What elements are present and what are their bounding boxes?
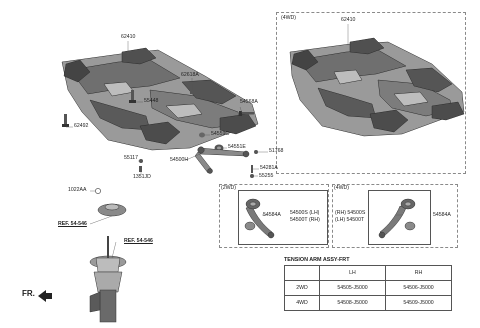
fourwd-subframe-box (276, 12, 466, 174)
part-label-54584A-2wd[interactable]: 54584A (263, 212, 281, 218)
lower-arm-54500H (194, 146, 250, 174)
part-label-1022AA[interactable]: 1022AA (68, 187, 87, 193)
table-cell[interactable]: 54505-J5000 (319, 280, 386, 296)
box-label-2wd-arm: (2WD) (221, 185, 236, 191)
box-label-4wd-arm: (4WD) (334, 185, 349, 191)
table-header-cell: RH (385, 265, 452, 281)
leader-lines (66, 24, 402, 259)
bolt-62618A (190, 84, 194, 94)
table-cell[interactable]: 54509-J5000 (385, 295, 452, 311)
bolt-1351JD (139, 166, 142, 172)
bush-54559C (199, 132, 205, 138)
bolt-62492 (62, 114, 69, 127)
tension-arm-table: LH RH 2WD 54505-J5000 54506-J5000 4WD 54… (284, 265, 452, 311)
nut-51768 (254, 150, 258, 154)
table-header-cell (284, 265, 320, 281)
fourwd-arm-box (332, 184, 458, 248)
fourwd-subframe (289, 37, 465, 137)
main-subframe (61, 47, 259, 151)
part-label-55117[interactable]: 55117 (124, 155, 139, 161)
table-cell: 2WD (284, 280, 320, 296)
bolt-55448 (129, 90, 136, 103)
part-label-54568A[interactable]: 54568A (240, 99, 258, 105)
front-direction-label: FR. (22, 289, 35, 298)
part-label-54559C[interactable]: 54559C (211, 131, 230, 137)
pin-54281A (251, 165, 253, 173)
part-label-54551E[interactable]: 54551E (228, 144, 246, 150)
part-label-55448[interactable]: 55448 (144, 98, 159, 104)
nut-55255 (250, 174, 254, 178)
part-label-51768[interactable]: 51768 (269, 148, 284, 154)
part-label-1351JD[interactable]: 1351JD (133, 174, 151, 180)
part-label-54584A-4wd[interactable]: 54584A (433, 212, 451, 218)
front-arrow-icon (38, 290, 52, 302)
tension-arm-2wd (244, 198, 275, 239)
bolt-54568A (239, 111, 254, 116)
part-label-62618A[interactable]: 62618A (181, 72, 199, 78)
tension-arm-4wd (378, 198, 416, 239)
ref-label-54-546-lower[interactable]: REF. 54-546 (124, 238, 153, 244)
part-label-54500T-rh[interactable]: 54500T (RH) (290, 217, 320, 223)
part-label-54500S-lh[interactable]: 54500S (LH) (290, 210, 320, 216)
twowd-arm-box (219, 184, 329, 248)
part-label-54500H[interactable]: 54500H (170, 157, 189, 163)
part-label-54500T-lh[interactable]: (LH) 54500T (335, 217, 365, 223)
table-header-cell: LH (319, 265, 386, 281)
ref-label-54-546-upper[interactable]: REF. 54-546 (58, 221, 87, 227)
table-cell: 4WD (284, 295, 320, 311)
strut-assembly (89, 236, 127, 323)
strut-mount (97, 203, 127, 217)
table-row: 4WD 54508-J5000 54509-J5000 (284, 295, 452, 311)
table-header-row: LH RH (284, 265, 452, 281)
nut-1022AA (95, 188, 101, 194)
part-label-54500S-rh[interactable]: (RH) 54500S (335, 210, 366, 216)
part-label-54281A[interactable]: 54281A (260, 165, 278, 171)
table-row: 2WD 54505-J5000 54506-J5000 (284, 280, 452, 296)
part-label-62410[interactable]: 62410 (121, 34, 136, 40)
part-label-55255[interactable]: 55255 (259, 173, 274, 179)
box-label-4wd-subframe: (4WD) (281, 15, 296, 21)
tension-table-title: TENSION ARM ASSY-FRT (284, 257, 350, 263)
part-label-62492[interactable]: 62492 (74, 123, 89, 129)
table-cell[interactable]: 54508-J5000 (319, 295, 386, 311)
table-cell[interactable]: 54506-J5000 (385, 280, 452, 296)
part-label-62410-4wd[interactable]: 62410 (341, 17, 356, 23)
